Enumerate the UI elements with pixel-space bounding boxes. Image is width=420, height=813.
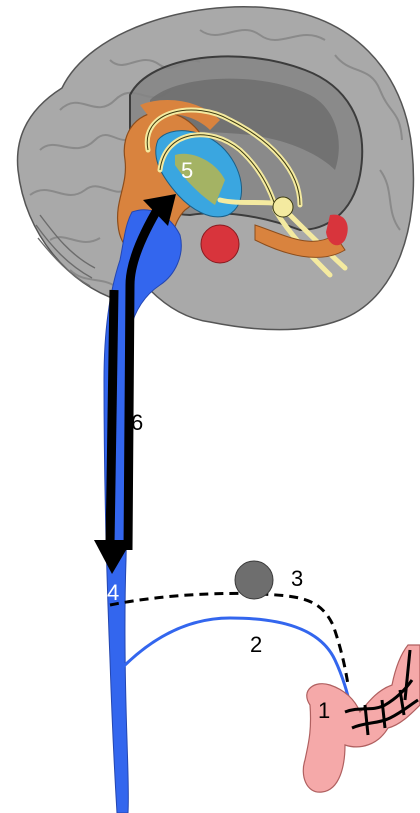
label-5: 5 [181,158,193,183]
ganglion-node [235,561,273,599]
label-4: 4 [107,580,119,605]
brain [18,7,414,330]
label-2: 2 [250,632,262,657]
red-structure-right [326,215,348,246]
amygdala [201,225,239,263]
dashed-pathway [110,593,348,685]
label-3: 3 [291,566,303,591]
label-6: 6 [131,410,143,435]
hypothalamus-node [273,197,293,217]
label-1: 1 [318,698,330,723]
